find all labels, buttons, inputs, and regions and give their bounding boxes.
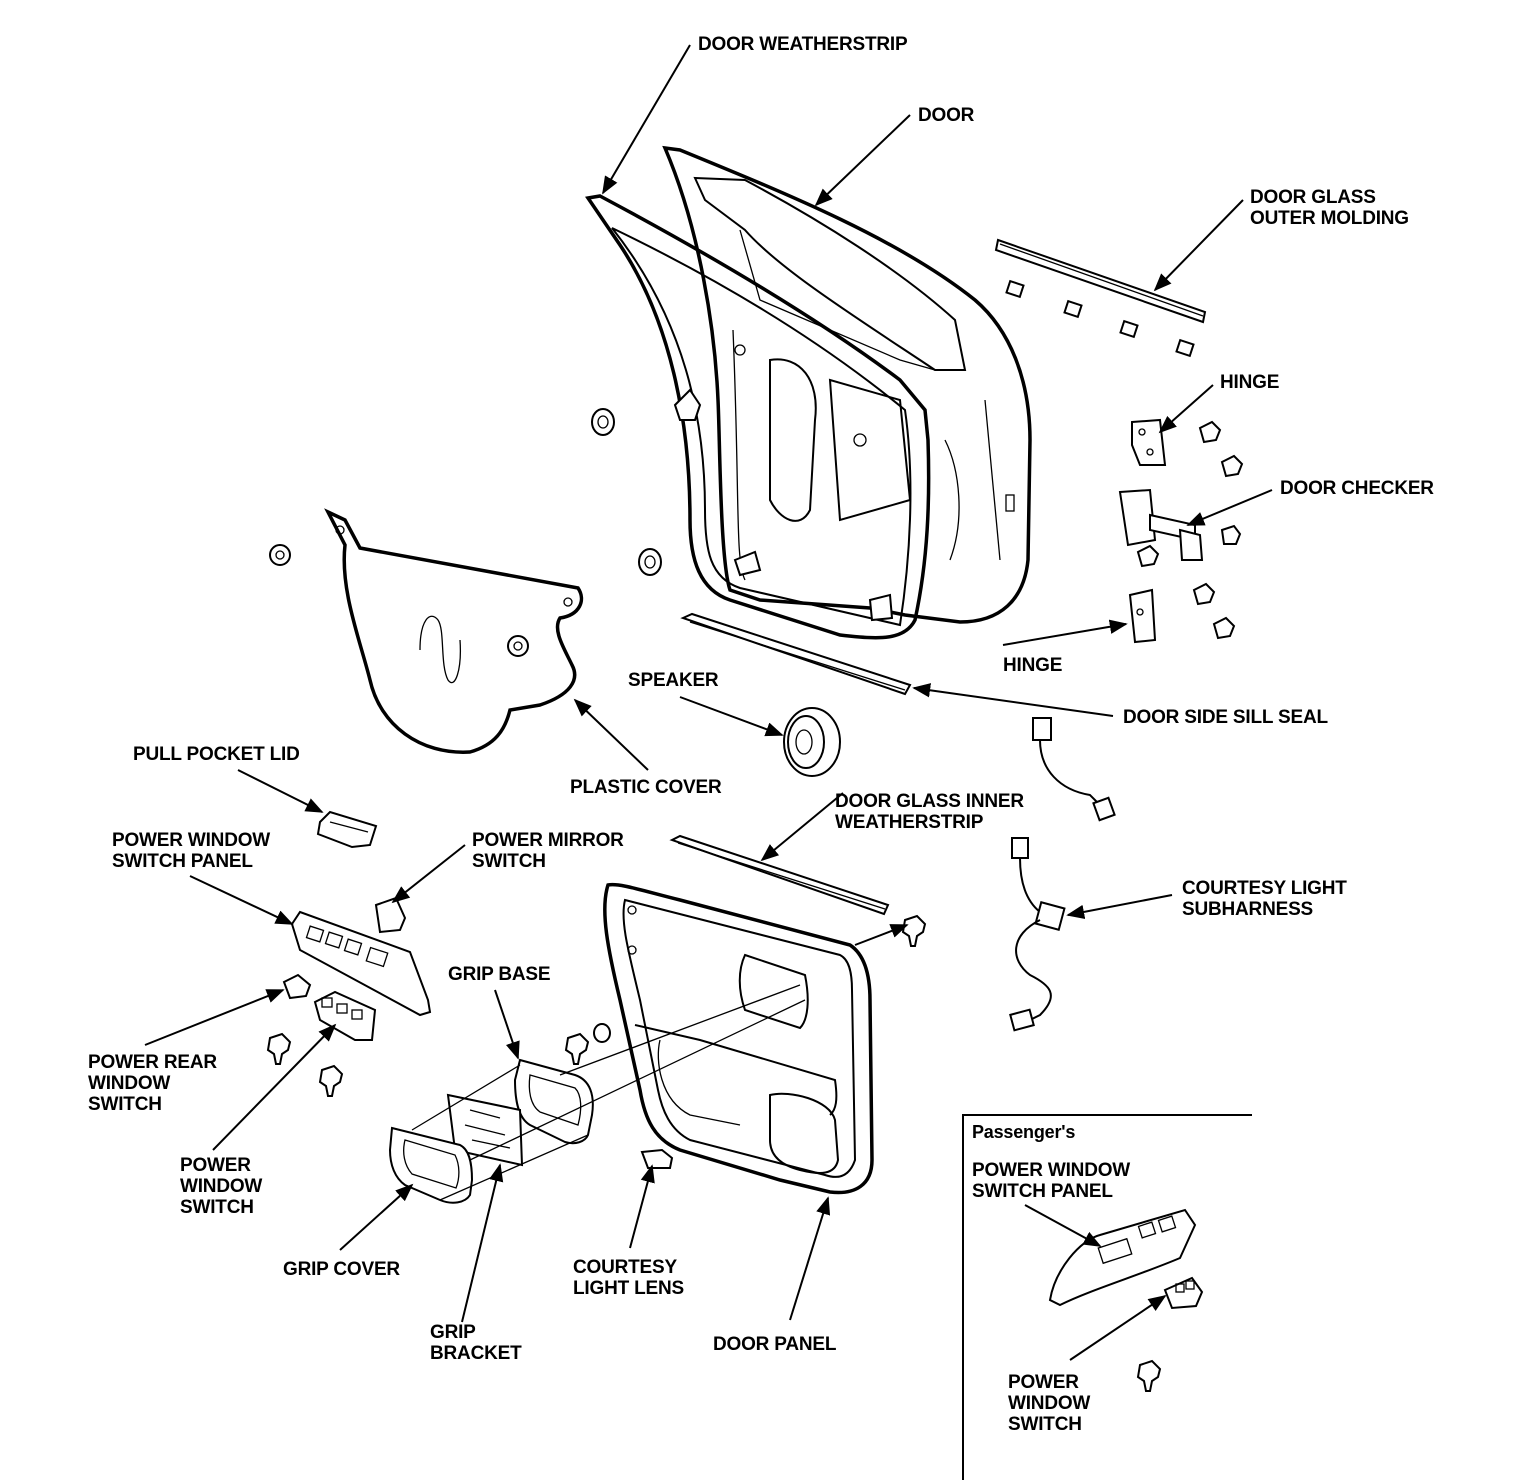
label-line: POWER WINDOW <box>112 830 271 851</box>
label-line: POWER WINDOW <box>972 1160 1131 1181</box>
pull-pocket-lid <box>316 810 378 849</box>
door-glass-outer-molding <box>994 238 1207 358</box>
label-line: COURTESY <box>573 1257 677 1278</box>
label-line: Passenger's <box>972 1122 1076 1142</box>
label-line: DOOR GLASS <box>1250 187 1376 208</box>
label-line: POWER <box>180 1155 251 1176</box>
label-line: PULL POCKET LID <box>133 744 300 765</box>
label-door-glass-inner-weatherstrip: DOOR GLASS INNER WEATHERSTRIP <box>835 791 1024 833</box>
label-grip-base: GRIP BASE <box>448 964 551 985</box>
label-line: SWITCH PANEL <box>972 1181 1113 1202</box>
label-line: POWER <box>1008 1372 1079 1393</box>
label-door-panel: DOOR PANEL <box>713 1334 836 1355</box>
label-line: SWITCH <box>1008 1414 1082 1435</box>
door-side-sill-seal <box>680 612 912 696</box>
courtesy-light-subharness <box>1009 717 1116 1032</box>
label-door-checker: DOOR CHECKER <box>1280 478 1434 499</box>
label-line: SWITCH <box>88 1094 162 1115</box>
label-hinge-lower: HINGE <box>1003 655 1062 676</box>
label-line: DOOR SIDE SILL SEAL <box>1123 707 1328 728</box>
grip-dashed-guides <box>411 984 806 1201</box>
courtesy-light-lens <box>640 1148 674 1169</box>
label-passenger-power-window-switch: POWER WINDOW SWITCH <box>1008 1372 1090 1435</box>
speaker <box>783 707 841 777</box>
label-line: WINDOW <box>88 1073 171 1094</box>
label-power-window-switch: POWER WINDOW SWITCH <box>180 1155 262 1218</box>
label-line: BRACKET <box>430 1343 522 1364</box>
label-line: DOOR GLASS INNER <box>835 791 1024 812</box>
grip-base <box>513 1058 594 1145</box>
label-grip-bracket: GRIP BRACKET <box>430 1322 522 1364</box>
power-window-switch <box>313 990 377 1041</box>
label-power-mirror-switch: POWER MIRROR SWITCH <box>472 830 624 872</box>
label-line: HINGE <box>1220 372 1280 393</box>
label-passenger-power-window-switch-panel: POWER WINDOW SWITCH PANEL <box>972 1160 1130 1202</box>
label-line: DOOR <box>918 105 975 126</box>
label-line: SUBHARNESS <box>1182 899 1314 920</box>
label-plastic-cover: PLASTIC COVER <box>570 777 722 798</box>
power-mirror-switch <box>374 896 407 934</box>
label-line: LIGHT LENS <box>573 1278 684 1299</box>
label-line: WEATHERSTRIP <box>835 812 984 833</box>
label-line: WINDOW <box>180 1176 263 1197</box>
label-line: SPEAKER <box>628 670 719 691</box>
label-door-weatherstrip: DOOR WEATHERSTRIP <box>698 34 908 55</box>
label-line: GRIP <box>430 1322 476 1343</box>
hinges-and-checker <box>1118 418 1244 644</box>
label-door-glass-outer-molding: DOOR GLASS OUTER MOLDING <box>1250 187 1409 229</box>
grommets <box>269 408 662 657</box>
label-line: WINDOW <box>1008 1393 1091 1414</box>
label-line: DOOR CHECKER <box>1280 478 1434 499</box>
label-hinge-upper: HINGE <box>1220 372 1279 393</box>
label-line: POWER MIRROR <box>472 830 624 851</box>
label-door-side-sill-seal: DOOR SIDE SILL SEAL <box>1123 707 1328 728</box>
screws <box>266 914 1162 1392</box>
label-power-rear-window-switch: POWER REAR WINDOW SWITCH <box>88 1052 217 1115</box>
grip-bracket <box>446 1093 524 1167</box>
door-weatherstrip <box>585 194 931 640</box>
passenger-switch-panel-drawing <box>1048 1208 1197 1307</box>
label-line: COURTESY LIGHT <box>1182 878 1347 899</box>
label-power-window-switch-panel: POWER WINDOW SWITCH PANEL <box>112 830 270 872</box>
label-line: SWITCH <box>180 1197 254 1218</box>
inset-title: Passenger's <box>972 1122 1075 1143</box>
label-line: POWER REAR <box>88 1052 217 1073</box>
label-grip-cover: GRIP COVER <box>283 1259 400 1280</box>
label-line: HINGE <box>1003 655 1063 676</box>
power-rear-window-switch <box>282 973 312 1000</box>
label-pull-pocket-lid: PULL POCKET LID <box>133 744 300 765</box>
label-courtesy-light-subharness: COURTESY LIGHT SUBHARNESS <box>1182 878 1347 920</box>
door-panel <box>603 882 874 1195</box>
label-line: DOOR WEATHERSTRIP <box>698 34 908 55</box>
plastic-cover <box>324 508 584 754</box>
door-shell <box>662 145 1032 624</box>
label-line: SWITCH PANEL <box>112 851 253 872</box>
power-window-switch-panel <box>290 910 432 1017</box>
label-line: SWITCH <box>472 851 546 872</box>
label-line: OUTER MOLDING <box>1250 208 1409 229</box>
passenger-window-switch-drawing <box>1163 1276 1204 1310</box>
label-line: DOOR PANEL <box>713 1334 837 1355</box>
door-glass-inner-weatherstrip <box>669 834 890 916</box>
label-line: PLASTIC COVER <box>570 777 722 798</box>
label-line: GRIP BASE <box>448 964 551 985</box>
label-line: GRIP COVER <box>283 1259 400 1280</box>
passenger-inset-frame <box>962 1114 1252 1480</box>
label-door: DOOR <box>918 105 974 126</box>
leader-arrows <box>144 44 1273 1361</box>
label-speaker: SPEAKER <box>628 670 719 691</box>
label-courtesy-light-lens: COURTESY LIGHT LENS <box>573 1257 684 1299</box>
